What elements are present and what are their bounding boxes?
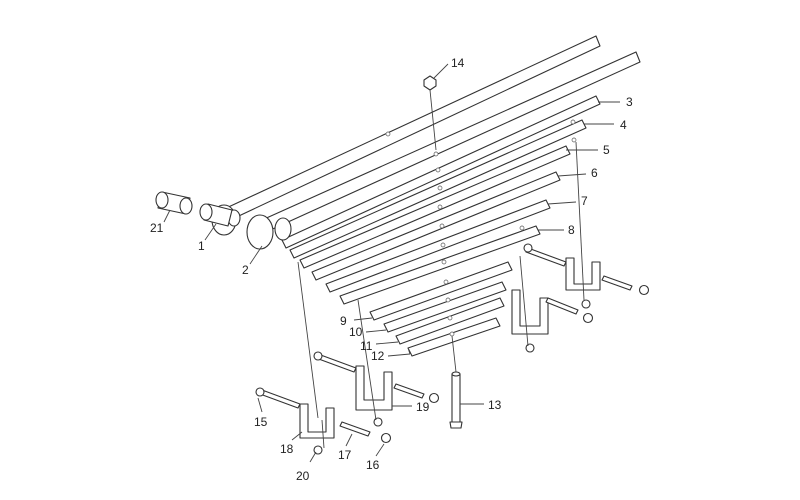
leaf-2: [246, 51, 641, 250]
leaf-8: [339, 225, 541, 305]
leaf-12: [407, 317, 501, 357]
clip-bracket-front: [299, 403, 335, 449]
nuts: [313, 284, 650, 455]
leaf-7: [325, 199, 551, 293]
leaf-3: [281, 95, 601, 249]
label-part-14: 14: [451, 56, 465, 70]
clip-bracket-rear: [511, 289, 549, 335]
label-part-11: 11: [360, 339, 373, 353]
callouts: 1 2 3 4 5 6 7 8 9 10 11 12 13 14 15 16 1: [150, 56, 633, 483]
alignment-guides: [297, 141, 585, 421]
label-part-4: 4: [620, 118, 627, 132]
label-part-13: 13: [488, 398, 502, 412]
label-part-2: 2: [242, 263, 249, 277]
label-part-20: 20: [296, 469, 310, 483]
bolts: [255, 243, 633, 437]
label-part-3: 3: [626, 95, 633, 109]
leaf-10: [383, 281, 507, 333]
label-part-6: 6: [591, 166, 598, 180]
label-part-9: 9: [340, 314, 347, 328]
label-part-16: 16: [366, 458, 380, 472]
leaf-11: [395, 297, 505, 345]
label-part-21: 21: [150, 221, 164, 235]
label-part-10: 10: [349, 325, 363, 339]
label-part-12: 12: [371, 349, 385, 363]
label-part-15: 15: [254, 415, 268, 429]
leaf-6: [311, 171, 561, 281]
leaf-center-holes: [385, 119, 577, 337]
top-nut: [423, 75, 437, 151]
label-part-5: 5: [603, 143, 610, 157]
clip-bracket-mid: [355, 365, 393, 411]
bushing: [155, 191, 233, 227]
label-part-17: 17: [338, 448, 352, 462]
label-part-1: 1: [198, 239, 205, 253]
center-bolt: [449, 335, 463, 429]
leaf-9: [369, 261, 513, 321]
label-part-18: 18: [280, 442, 294, 456]
label-part-8: 8: [568, 223, 575, 237]
leaf-5: [299, 145, 571, 269]
label-part-7: 7: [581, 194, 588, 208]
label-part-19: 19: [416, 400, 430, 414]
clip-bracket-far: [565, 257, 601, 291]
